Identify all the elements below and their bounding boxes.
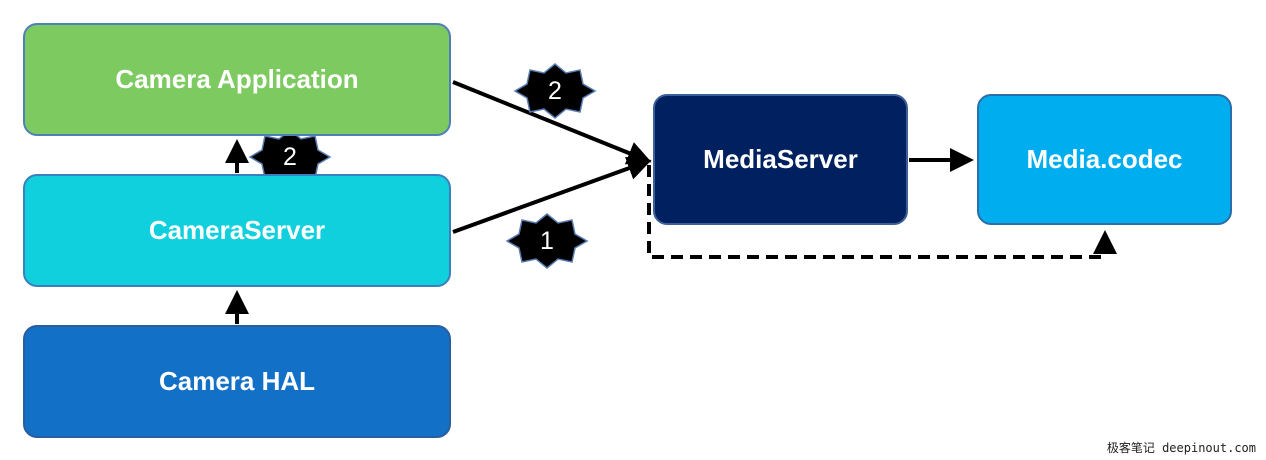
watermark-text: 极客笔记 deepinout.com [1106, 441, 1256, 455]
badge-label-server-to-media: 1 [540, 227, 554, 255]
media-codec-label: Media.codec [1026, 144, 1183, 174]
mediaserver-label: MediaServer [703, 144, 858, 174]
cameraserver-box: CameraServer [23, 174, 451, 287]
badge-star-app-to-media [513, 63, 597, 119]
cameraserver-label: CameraServer [148, 215, 326, 245]
camera-application-box: Camera Application [23, 23, 451, 136]
badge-label-server-to-app: 2 [283, 143, 297, 171]
badge-star-server-to-media [505, 213, 589, 269]
arrow-application-to-mediaserver [452, 80, 652, 165]
dashed-arrow-mediaserver-to-codec [647, 165, 1117, 259]
camera-hal-box: Camera HAL [23, 325, 451, 438]
media-codec-box: Media.codec [977, 94, 1232, 225]
camera-application-label: Camera Application [115, 64, 359, 94]
camera-hal-label: Camera HAL [158, 366, 316, 396]
badge-label-app-to-media: 2 [548, 77, 562, 105]
mediaserver-box: MediaServer [653, 94, 908, 225]
arrow-cameraserver-to-mediaserver [452, 156, 652, 234]
